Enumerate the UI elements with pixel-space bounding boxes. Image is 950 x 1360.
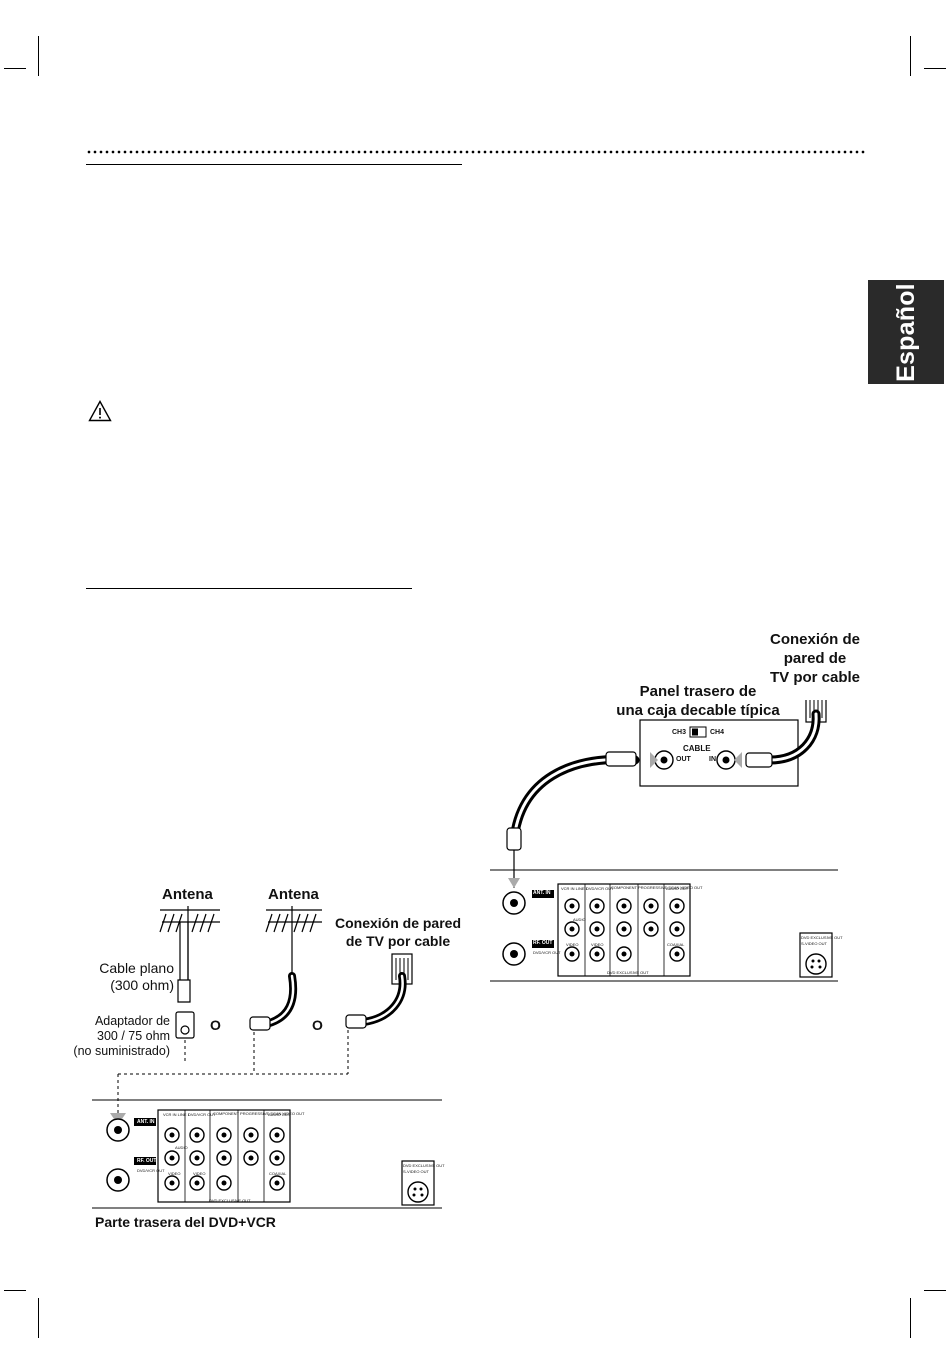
adapter-label-line-3: (no suministrado)	[73, 1044, 170, 1058]
component-label: COMPONENT PROGRESSIVE SCAN VIDEO OUT	[213, 1111, 305, 1116]
antenna-2-label: Antena	[268, 886, 319, 903]
crop-mark	[38, 36, 39, 76]
in-label: IN	[709, 756, 716, 763]
section-rule	[86, 164, 462, 165]
crop-mark	[4, 68, 26, 69]
or-label: O	[210, 1017, 221, 1033]
header-dotted-rule	[86, 150, 866, 154]
ant-in-label: ANT. IN	[533, 890, 551, 896]
component-label: COMPONENT PROGRESSIVE SCAN VIDEO OUT	[611, 885, 703, 890]
antenna-2	[265, 906, 322, 976]
crop-mark	[924, 1290, 946, 1291]
video-label: VIDEO	[591, 942, 604, 947]
dvd-vcr-jack-label: DVD/VCR OUT	[188, 1112, 216, 1117]
adapter-label-line-2: 300 / 75 ohm	[97, 1029, 170, 1043]
adapter-300-75	[175, 1011, 195, 1039]
ant-in-label: ANT. IN	[137, 1119, 155, 1125]
cable-box-label-line-2: una caja decable típica	[616, 702, 780, 719]
wall-outlet-label-line-2: de TV por cable	[345, 933, 451, 949]
wall-outlet-label: Conexión de pared de TV por cable	[332, 914, 464, 950]
crop-mark	[38, 1298, 39, 1338]
adapter-label: Adaptador de 300 / 75 ohm (no suministra…	[60, 1014, 170, 1059]
wall-outlet-label-line-2: pared de	[783, 650, 847, 667]
svideo-label: S-VIDEO OUT	[801, 941, 828, 946]
crop-mark	[910, 1298, 911, 1338]
cable-box-connection-diagram	[490, 700, 838, 982]
wall-outlet-label: Conexión de pared de TV por cable	[760, 630, 870, 687]
svideo-label: S-VIDEO OUT	[403, 1169, 430, 1174]
vcr-in-label: VCR IN LINE 1	[561, 886, 588, 891]
coax-cable	[509, 754, 640, 845]
wall-outlet-label-line-3: TV por cable	[769, 669, 861, 686]
section-rule	[86, 588, 412, 589]
or-label: O	[312, 1017, 323, 1033]
video-label: VIDEO	[566, 942, 579, 947]
video-label: VIDEO	[168, 1171, 181, 1176]
dvd-vcr-out-label: DVD/VCR OUT	[137, 1168, 165, 1173]
dvd-exclusive-label: DVD EXCLUSIVE OUT	[801, 935, 843, 940]
ch4-label: CH4	[710, 729, 725, 736]
dvd-exclusive-out-label: DVD EXCLUSIVE OUT	[209, 1198, 251, 1203]
flat-cable-label-line-1: Cable plano	[99, 960, 174, 976]
flat-cable-label: Cable plano (300 ohm)	[80, 960, 174, 994]
rf-out-label: RF. OUT	[137, 1158, 157, 1164]
rf-out-label: RF. OUT	[533, 940, 553, 946]
language-tab-label: Español	[891, 282, 920, 382]
ch3-label: CH3	[672, 729, 687, 736]
adapter-label-line-1: Adaptador de	[94, 1014, 170, 1028]
coaxial-label: COAXIAL	[269, 1171, 287, 1176]
dvd-exclusive-out-label: DVD EXCLUSIVE OUT	[607, 970, 649, 975]
dvd-vcr-out-label: DVD/VCR OUT	[533, 950, 561, 955]
warning-icon	[88, 400, 112, 422]
out-label: OUT	[676, 756, 691, 763]
dvd-vcr-jack-label: DVD/VCR OUT	[586, 886, 614, 891]
svideo-jack	[805, 953, 827, 975]
wall-outlet-label-line-1: Conexión de	[769, 631, 860, 648]
audio-out-label: AUDIO OUT	[666, 886, 689, 891]
rear-panel-caption: Parte trasera del DVD+VCR	[95, 1214, 276, 1230]
crop-mark	[910, 36, 911, 76]
video-label: VIDEO	[193, 1171, 206, 1176]
antenna-1-label: Antena	[162, 886, 213, 903]
antenna-connection-diagram	[92, 906, 442, 1209]
audio-label: AUDIO	[573, 917, 586, 922]
crop-mark	[4, 1290, 26, 1291]
svideo-jack	[407, 1181, 429, 1203]
audio-label: AUDIO	[175, 1145, 188, 1150]
flat-cable-label-line-2: (300 ohm)	[110, 977, 174, 993]
dvd-exclusive-label: DVD EXCLUSIVE OUT	[403, 1163, 445, 1168]
cable-box-label: Panel trasero de una caja decable típica	[600, 682, 796, 720]
language-tab: Español	[868, 280, 944, 384]
crop-mark	[924, 68, 946, 69]
cable-box-label-line-1: Panel trasero de	[639, 683, 757, 700]
wall-outlet-label-line-1: Conexión de pared	[334, 915, 462, 931]
vcr-in-label: VCR IN LINE 1	[163, 1112, 190, 1117]
audio-out-label: AUDIO OUT	[268, 1112, 291, 1117]
coaxial-label: COAXIAL	[667, 942, 685, 947]
cable-label: CABLE	[683, 744, 711, 753]
